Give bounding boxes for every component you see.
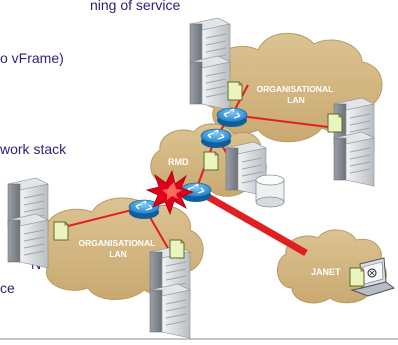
link-rmd-to-janet (194, 186, 308, 257)
org-lan-bottom-label: ORGANISATIONAL LAN (78, 238, 157, 259)
document-icon (169, 239, 185, 259)
document-icon (349, 267, 365, 287)
document-icon (53, 221, 69, 241)
storage-disk-icon (255, 174, 285, 208)
document-icon (203, 151, 219, 171)
server-icon (189, 55, 231, 111)
document-icon (227, 81, 243, 101)
explosion-icon (145, 169, 195, 216)
link-router-top-to-server-right (231, 114, 337, 129)
text-fragment-3: work stack (0, 141, 67, 157)
router-icon (200, 128, 232, 149)
janet-label: JANET (311, 267, 341, 277)
rmd-label: RMD (168, 157, 189, 167)
router-icon (216, 107, 248, 128)
server-icon (333, 131, 375, 187)
text-fragment-2: o vFrame) (0, 50, 64, 66)
text-fragment-5: ce (0, 280, 15, 296)
server-icon (149, 283, 191, 339)
text-fragment-1: ning of service (90, 0, 181, 13)
document-icon (327, 113, 343, 133)
server-icon (7, 213, 49, 269)
laptop-icon (350, 257, 396, 297)
org-lan-top-label: ORGANISATIONAL LAN (256, 84, 335, 105)
